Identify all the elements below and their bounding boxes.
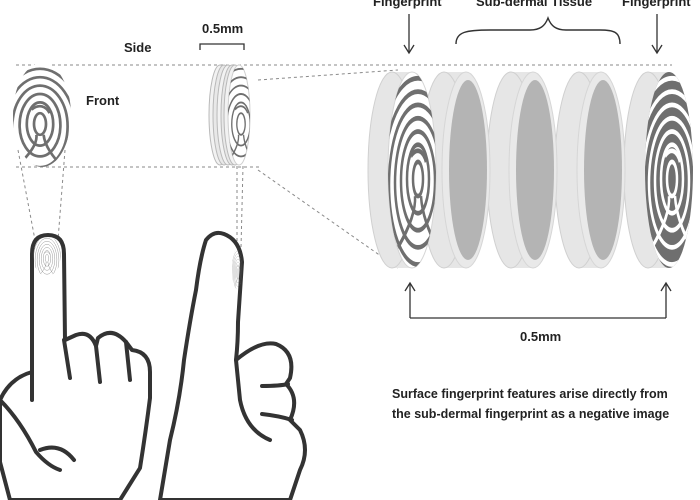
subdermal-tissue-label: Sub-dermal Tissue: [476, 0, 593, 9]
side-fingerprint-icon: [227, 64, 251, 166]
layer-stack: [367, 71, 693, 269]
front-fingerprint-icon: [13, 63, 71, 167]
top-thickness-bracket: [199, 43, 245, 50]
front-label: Front: [86, 93, 120, 108]
tissue-layer-icon: [554, 71, 626, 269]
top-thickness-label: 0.5mm: [202, 21, 244, 36]
subdermal-fingerprint-layer: [623, 71, 693, 269]
surface-fingerprint-layer: [367, 71, 437, 269]
pointer-arrows: [403, 14, 663, 55]
surface-fingerprint-label: Fingerprint: [373, 0, 442, 9]
pointing-hand-side-icon: [158, 230, 307, 500]
bottom-thickness-bracket: [404, 281, 672, 319]
caption-line-1: Surface fingerprint features arise direc…: [392, 387, 668, 401]
diagram-caption: Surface fingerprint features arise direc…: [392, 384, 692, 424]
bottom-thickness-label: 0.5mm: [520, 329, 562, 344]
tissue-brace: [455, 16, 621, 45]
pointing-hand-front-icon: [0, 233, 152, 500]
caption-line-2: the sub-dermal fingerprint as a negative…: [392, 407, 670, 421]
projection-lines: [16, 64, 672, 269]
subdermal-fingerprint-label: Fingerprint: [622, 0, 691, 9]
tissue-layer-icon: [486, 71, 558, 269]
side-label: Side: [124, 40, 152, 55]
